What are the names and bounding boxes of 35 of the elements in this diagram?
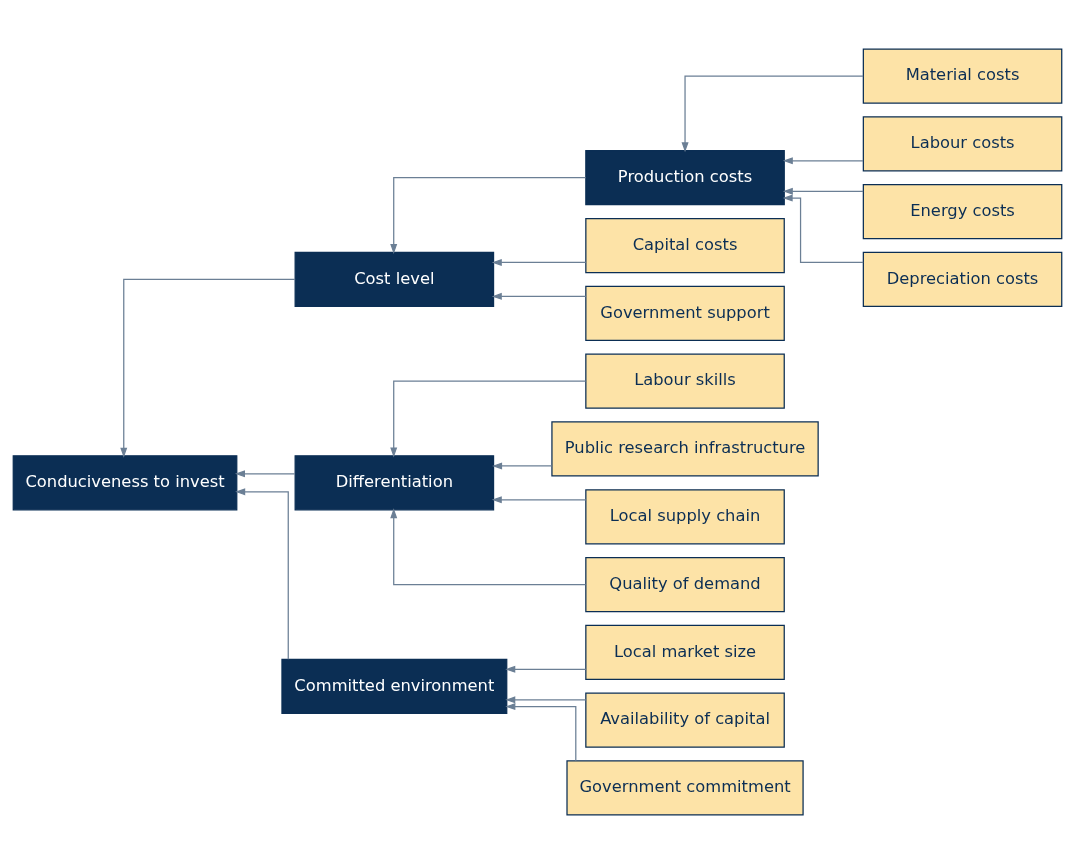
node-box: Energy costs: [862, 183, 1063, 239]
node-box: Committed environment: [281, 658, 508, 714]
node-box: Government commitment: [566, 759, 804, 816]
node-box: Local market size: [585, 624, 785, 680]
arrow: [782, 187, 864, 195]
node-box: Depreciation costs: [862, 251, 1063, 307]
arrow: [782, 194, 864, 263]
node-box: Cost level: [294, 251, 495, 307]
arrow: [681, 74, 864, 152]
arrow: [491, 258, 587, 266]
arrow: [491, 292, 587, 300]
arrow: [390, 507, 587, 585]
node-box: Production costs: [585, 149, 785, 205]
arrow: [120, 278, 296, 458]
node-box: Labour costs: [862, 115, 1063, 171]
node-box: Conduciveness to invest: [12, 454, 238, 510]
node-box: Labour skills: [585, 353, 785, 409]
node-box: Public research infrastructure: [551, 420, 819, 477]
arrow: [235, 487, 289, 660]
node-box: Material costs: [862, 47, 1063, 104]
node-box: Local supply chain: [585, 488, 785, 544]
node-box: Availability of capital: [585, 692, 785, 748]
node-box: Government support: [585, 285, 785, 341]
arrow: [390, 176, 587, 254]
node-box: Capital costs: [585, 217, 785, 273]
arrow: [492, 461, 553, 469]
node-box: Differentiation: [294, 454, 495, 510]
arrow: [782, 156, 864, 164]
arrow: [491, 495, 587, 503]
arrow: [505, 702, 577, 761]
arrow: [505, 665, 587, 673]
node-box: Quality of demand: [585, 556, 785, 612]
arrow: [390, 380, 587, 457]
arrow: [234, 469, 296, 477]
arrow: [505, 695, 587, 703]
